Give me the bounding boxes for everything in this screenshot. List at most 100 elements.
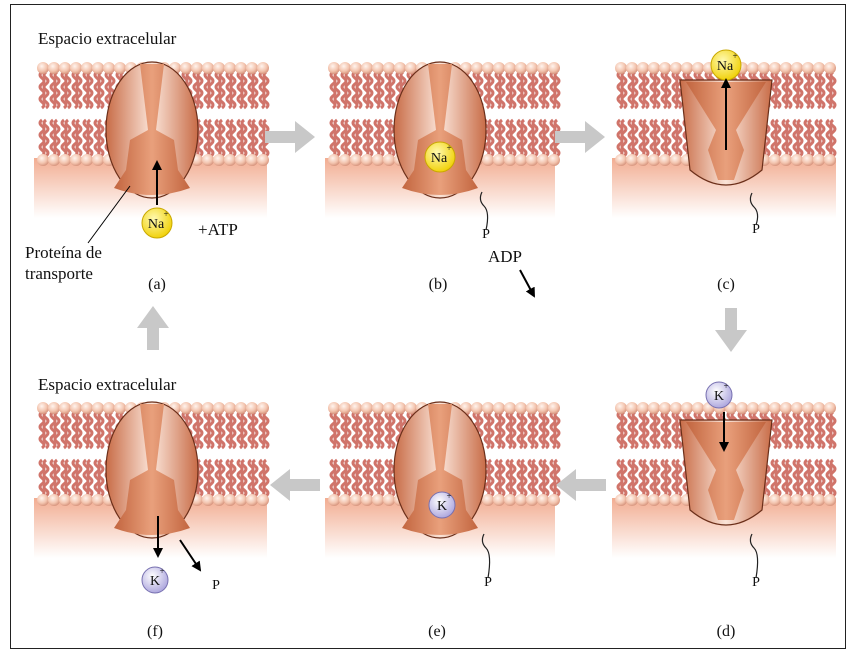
lipid-head [615, 402, 627, 414]
lipid-tail [253, 72, 257, 108]
lipid-tail [390, 72, 394, 108]
lipid-head [813, 62, 825, 74]
lipid-tail [66, 460, 70, 496]
lipid-head [504, 154, 516, 166]
lipid-head [213, 62, 225, 74]
lipid-head [824, 62, 836, 74]
lipid-tail [787, 72, 791, 108]
lipid-tail [44, 72, 48, 108]
lipid-tail [776, 120, 780, 156]
lipid-head [681, 62, 693, 74]
lipid-tail [544, 72, 548, 108]
lipid-head [537, 494, 549, 506]
lipid-tail [346, 72, 350, 108]
step-label-a: (a) [148, 276, 166, 293]
lipid-head [526, 62, 538, 74]
lipid-head [648, 402, 660, 414]
lipid-head [515, 494, 527, 506]
lipid-tail [88, 120, 92, 156]
lipid-tail [820, 412, 824, 448]
lipid-head [526, 154, 538, 166]
lipid-tail [677, 120, 681, 156]
lipid-head [59, 494, 71, 506]
lipid-head [648, 494, 660, 506]
phosphate-label: P [752, 222, 760, 237]
lipid-head [615, 494, 627, 506]
lipid-head [802, 154, 814, 166]
ion-charge: + [732, 51, 737, 61]
lipid-tail [198, 412, 202, 448]
lipid-head [471, 62, 483, 74]
lipid-tail [209, 120, 213, 156]
lipid-head [515, 62, 527, 74]
lipid-head [92, 154, 104, 166]
lipid-head [482, 154, 494, 166]
lipid-head [824, 402, 836, 414]
lipid-tail [357, 412, 361, 448]
lipid-tail [66, 412, 70, 448]
lipid-head [81, 494, 93, 506]
lipid-head [824, 154, 836, 166]
flow-arrow-left [270, 469, 320, 501]
lipid-head [637, 494, 649, 506]
lipid-tail [357, 460, 361, 496]
lipid-tail [44, 412, 48, 448]
lipid-tail [677, 412, 681, 448]
lipid-tail [798, 72, 802, 108]
lipid-head [504, 494, 516, 506]
lipid-head [626, 62, 638, 74]
lipid-head [670, 494, 682, 506]
lipid-tail [379, 72, 383, 108]
flow-arrow-down [715, 308, 747, 352]
lipid-head [747, 402, 759, 414]
lipid-head [328, 154, 340, 166]
lipid-head [361, 402, 373, 414]
lipid-tail [555, 72, 559, 108]
lipid-head [48, 62, 60, 74]
lipid-tail [368, 460, 372, 496]
lipid-head [213, 494, 225, 506]
step-label-e: (e) [428, 623, 446, 640]
panel-b: Na+P [325, 62, 560, 296]
ion-charge: + [159, 566, 164, 576]
lipid-head [659, 402, 671, 414]
lipid-tail [809, 72, 813, 108]
lipid-head [114, 402, 126, 414]
lipid-tail [644, 72, 648, 108]
lipid-head [791, 402, 803, 414]
lipid-head [37, 402, 49, 414]
lipid-head [339, 494, 351, 506]
lipid-head [548, 402, 560, 414]
lipid-head [372, 154, 384, 166]
lipid-head [482, 402, 494, 414]
lipid-head [350, 62, 362, 74]
lipid-tail [533, 412, 537, 448]
lipid-head [548, 494, 560, 506]
lipid-head [224, 154, 236, 166]
lipid-head [659, 62, 671, 74]
lipid-head [626, 154, 638, 166]
lipid-tail [677, 72, 681, 108]
lipid-head [813, 402, 825, 414]
lipid-head [350, 154, 362, 166]
lipid-head [383, 154, 395, 166]
ion-charge: + [723, 381, 728, 391]
lipid-head [515, 154, 527, 166]
step-label-b: (b) [429, 276, 448, 293]
lipid-head [339, 62, 351, 74]
lipid-head [70, 62, 82, 74]
lipid-tail [522, 460, 526, 496]
lipid-head [70, 402, 82, 414]
lipid-tail [820, 120, 824, 156]
lipid-tail [544, 120, 548, 156]
lipid-head [59, 402, 71, 414]
lipid-head [791, 494, 803, 506]
lipid-tail [500, 460, 504, 496]
lipid-tail [831, 72, 835, 108]
step-label-f: (f) [147, 623, 163, 640]
lipid-tail [220, 120, 224, 156]
lipid-tail [357, 120, 361, 156]
lipid-head [37, 62, 49, 74]
lipid-head [224, 62, 236, 74]
lipid-tail [511, 460, 515, 496]
